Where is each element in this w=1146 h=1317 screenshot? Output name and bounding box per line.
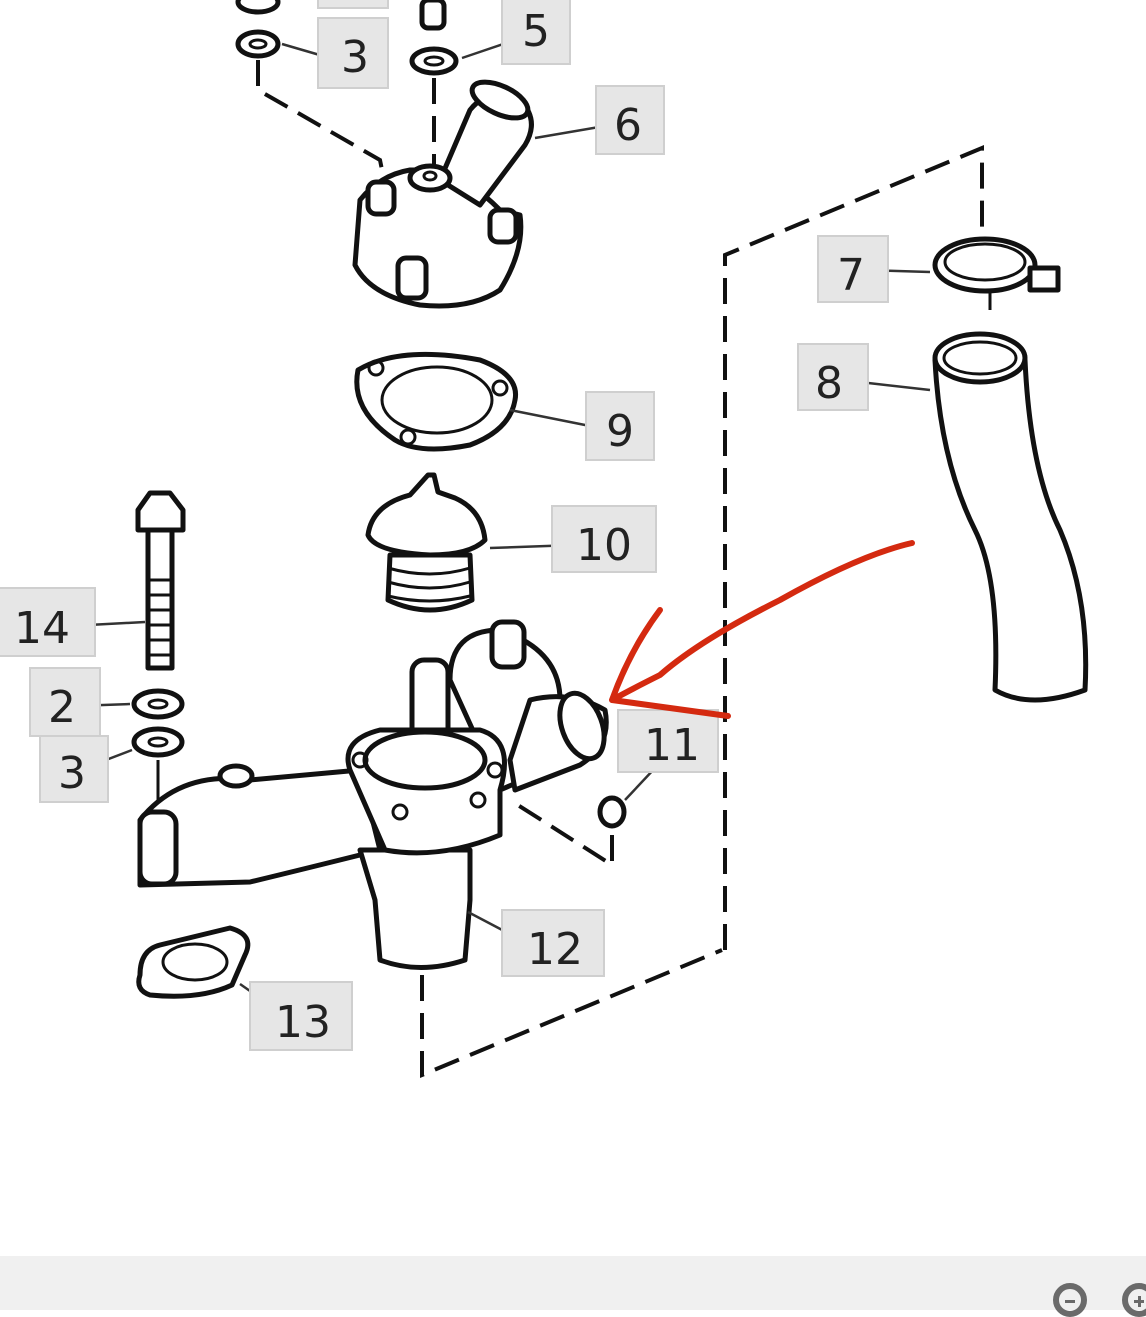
annotation-arrow [609,540,915,719]
thermostat-cover-6 [352,79,534,309]
washer-top-partial [235,0,281,15]
callout-label: 3 [58,748,86,799]
callout-9[interactable]: 9 [585,391,655,461]
callout-2[interactable]: 2 [29,667,101,737]
hose-clamp-7 [932,236,1061,310]
callout-label: 11 [644,720,700,771]
callout-label: 7 [837,250,865,301]
callout-8[interactable]: 8 [797,343,869,411]
bolt-top [419,0,447,31]
callout-label: 9 [606,406,634,457]
plug-11 [597,795,627,829]
callout-partial-top [317,0,389,9]
hose-8 [932,331,1089,703]
assembly-line-bottom [420,948,723,1078]
callout-label: 6 [614,100,642,151]
assembly-line-bolt [256,60,387,186]
callout-12[interactable]: 12 [501,909,605,977]
thermostat-10 [365,472,488,613]
callout-3-top[interactable]: 3 [317,17,389,89]
callout-label: 14 [14,603,70,654]
parts-diagram: 3 5 6 7 8 9 10 11 12 13 14 2 3 [0,0,1089,1078]
viewer-toolbar [0,1256,1146,1317]
washer-3-top [235,29,281,59]
zoom-in-icon[interactable] [1122,1283,1146,1317]
callout-label: 2 [48,682,76,733]
gasket-13 [136,925,251,999]
gasket-9 [354,351,519,452]
callout-7[interactable]: 7 [817,235,889,303]
bolt-14 [135,490,186,671]
callout-label: 13 [275,997,331,1048]
callout-10[interactable]: 10 [551,505,657,573]
callout-14[interactable]: 14 [0,587,96,657]
callout-5[interactable]: 5 [501,0,571,65]
callout-3-bottom[interactable]: 3 [39,735,109,803]
washer-2 [131,688,185,720]
thermostat-housing-12 [137,619,609,970]
zoom-out-icon[interactable] [1053,1283,1087,1317]
callout-label: 10 [576,520,632,571]
washer-3-bottom [131,726,185,758]
callout-label: 12 [527,924,583,975]
callout-label: 5 [522,6,550,57]
callout-label: 8 [815,358,843,409]
washer-5 [409,46,459,76]
assembly-line-hose [723,145,984,950]
callout-13[interactable]: 13 [249,981,353,1051]
callout-6[interactable]: 6 [595,85,665,155]
callout-11[interactable]: 11 [617,709,719,773]
assembly-line-plug [508,798,614,869]
callout-label: 3 [341,32,369,83]
